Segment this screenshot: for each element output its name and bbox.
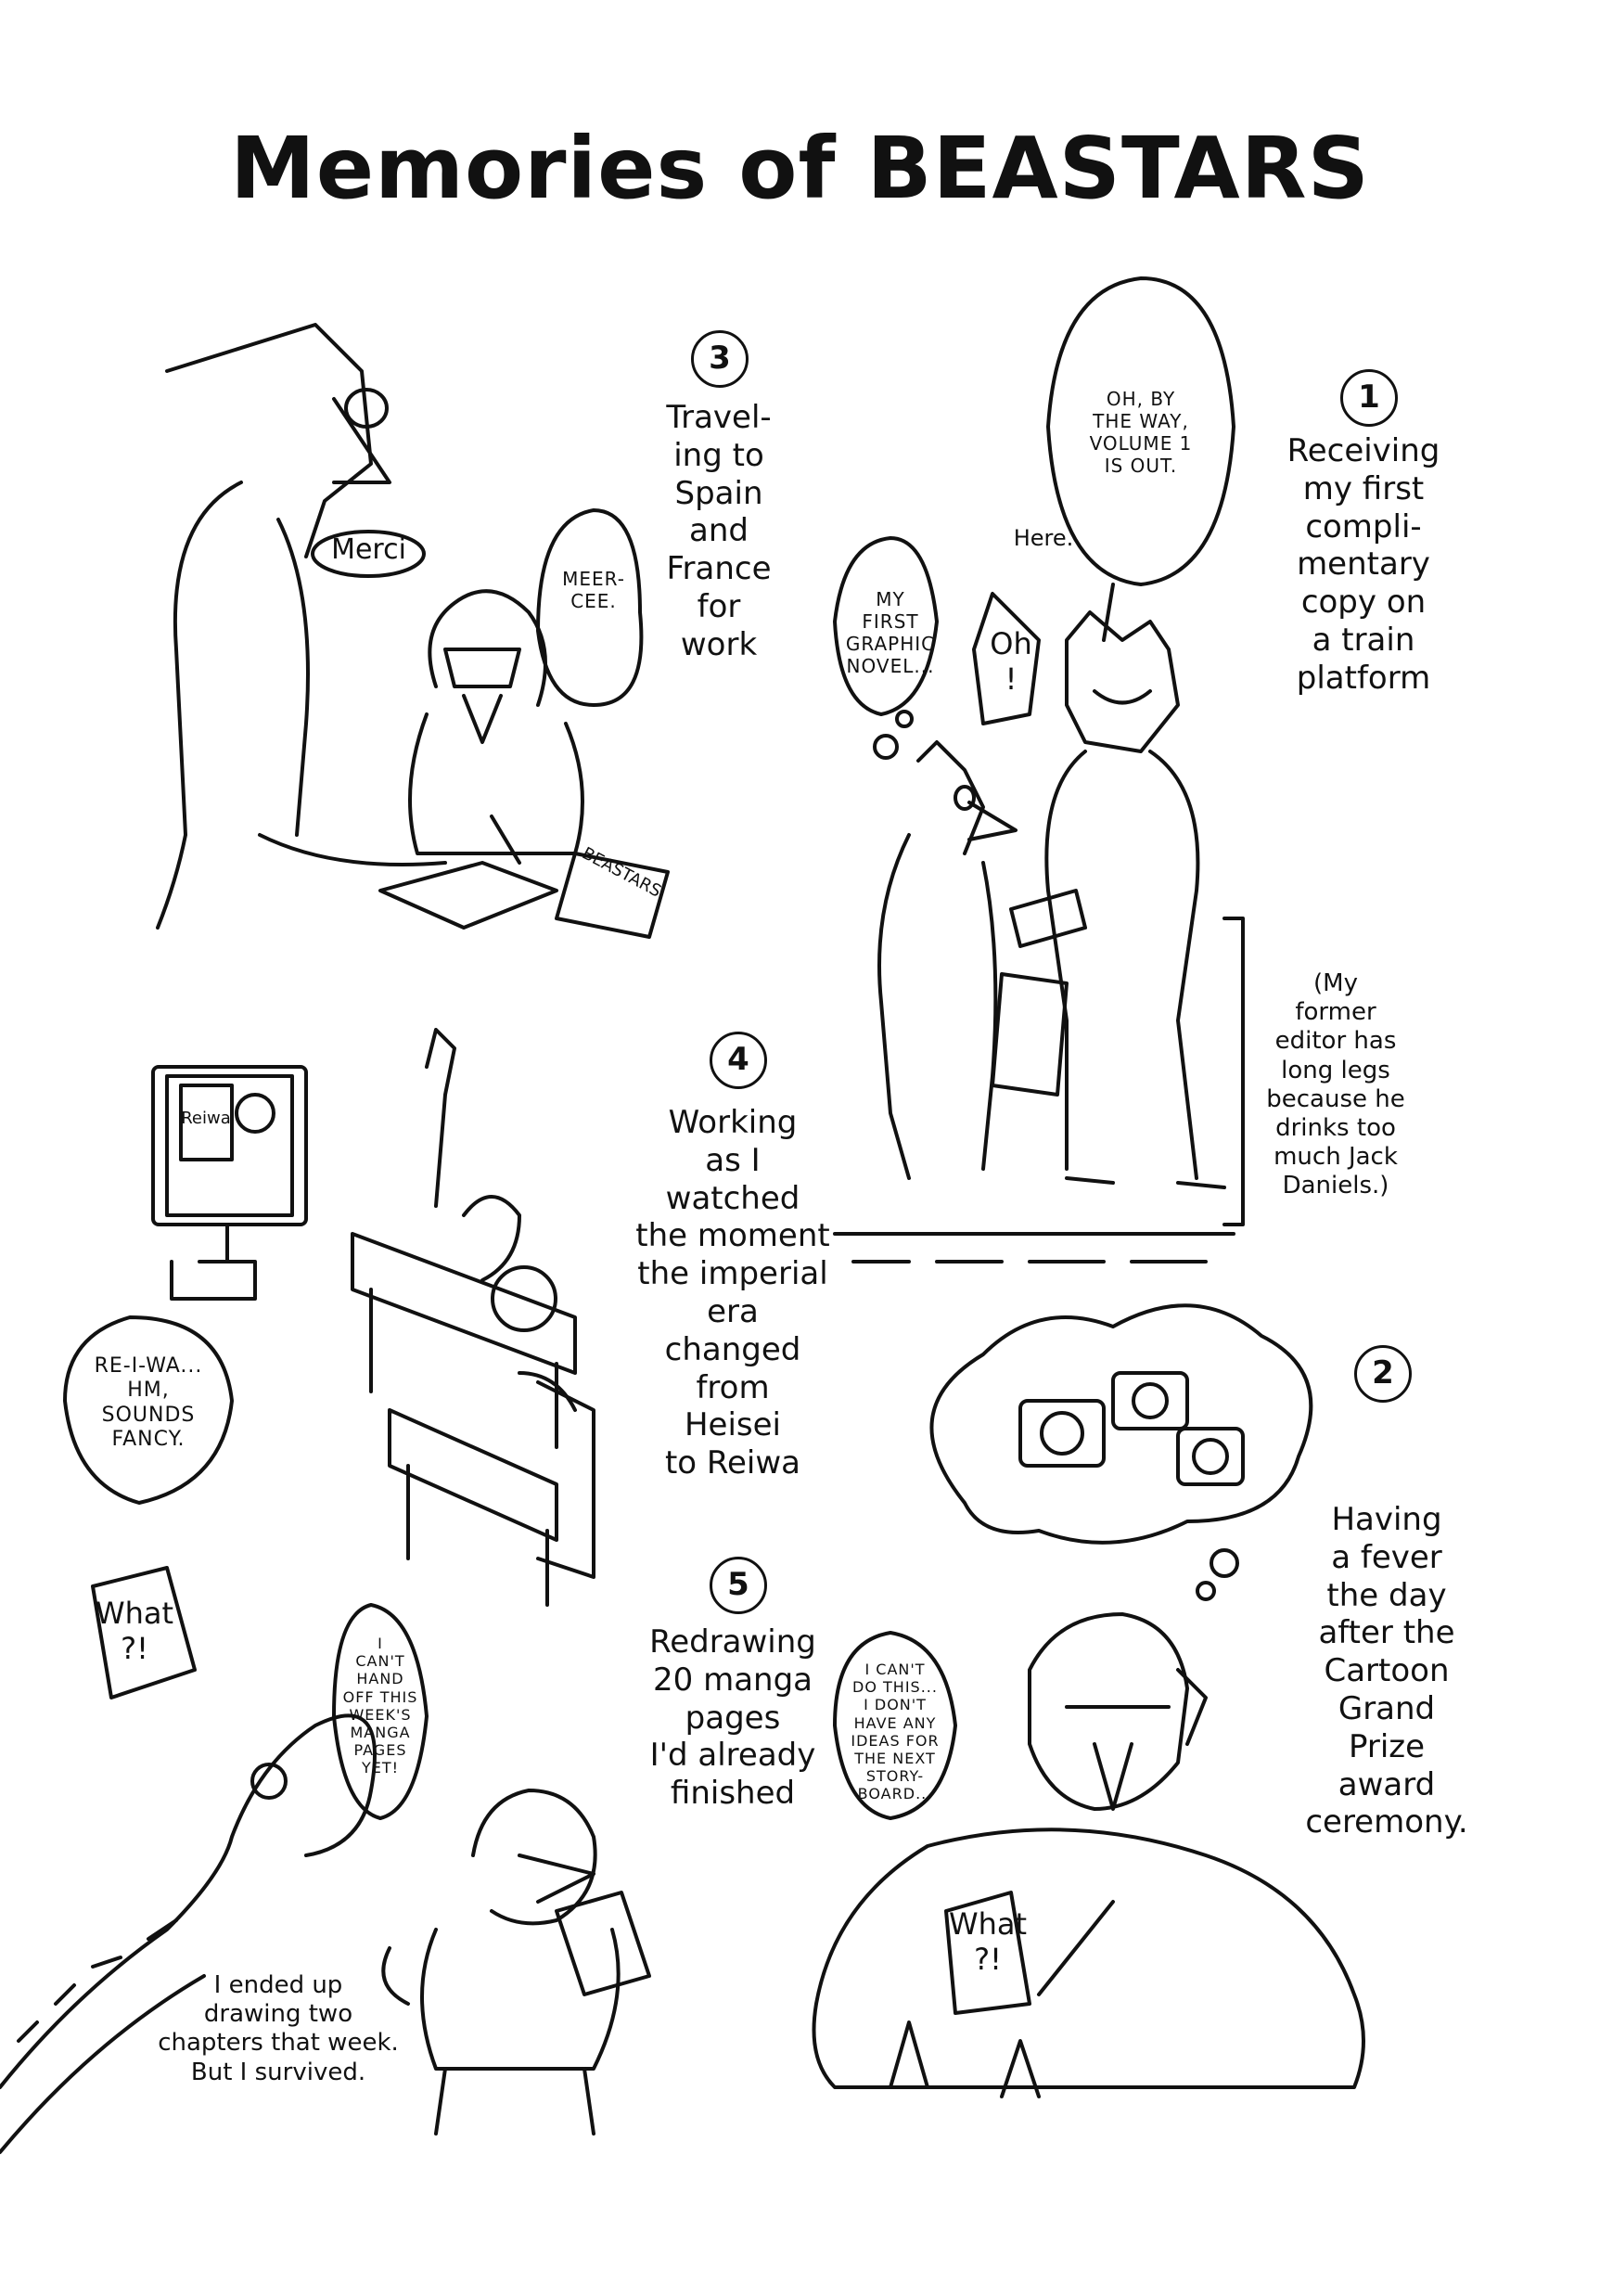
bubble-cant-hand-off: I CAN'T HAND OFF THIS WEEK'S MANGA PAGES… xyxy=(342,1635,418,1777)
item-number-5: 5 xyxy=(710,1557,767,1614)
bubble-by-the-way: OH, BY THE WAY, VOLUME 1 IS OUT. xyxy=(1089,388,1193,477)
caption-5: Redrawing 20 manga pages I'd already fin… xyxy=(649,1623,816,1813)
item-number-2: 2 xyxy=(1354,1345,1412,1403)
bubble-meercee: MEER- CEE. xyxy=(562,568,625,612)
bubble-merci: Merci xyxy=(331,533,406,566)
speech-bubbles xyxy=(63,276,1235,2015)
bubble-what-right: What ?! xyxy=(948,1906,1028,1978)
item-number-3: 3 xyxy=(691,330,749,388)
bubble-here: Here. xyxy=(1013,525,1074,551)
caption-1: Receiving my first compli- mentary copy … xyxy=(1286,432,1440,697)
page-title: Memories of BEASTARS xyxy=(230,119,1370,218)
bubble-reiwa: RE-I-WA... HM, SOUNDS FANCY. xyxy=(94,1354,203,1452)
panel-2-art xyxy=(812,1303,1365,2098)
editor-note: (My former editor has long legs because … xyxy=(1266,969,1405,1200)
item-number-4: 4 xyxy=(710,1032,767,1089)
panel-3-art xyxy=(156,323,670,939)
reiwa-sign: Reiwa xyxy=(181,1109,231,1128)
bubble-oh: Oh ! xyxy=(990,626,1032,698)
ended-up-note: I ended up drawing two chapters that wee… xyxy=(158,1971,399,2086)
caption-3: Travel- ing to Spain and France for work xyxy=(666,399,772,663)
bubble-what-left: What ?! xyxy=(95,1596,174,1667)
panel-4-art xyxy=(151,1028,595,1607)
caption-4: Working as I watched the moment the impe… xyxy=(635,1104,830,1482)
bubble-first-novel: MY FIRST GRAPHIC NOVEL... xyxy=(845,588,936,677)
item-number-1: 1 xyxy=(1340,369,1398,427)
panel-5-art xyxy=(0,1713,651,2154)
caption-2: Having a fever the day after the Cartoon… xyxy=(1305,1501,1468,1841)
bubble-cant-do-this: I CAN'T DO THIS... I DON'T HAVE ANY IDEA… xyxy=(851,1661,940,1803)
